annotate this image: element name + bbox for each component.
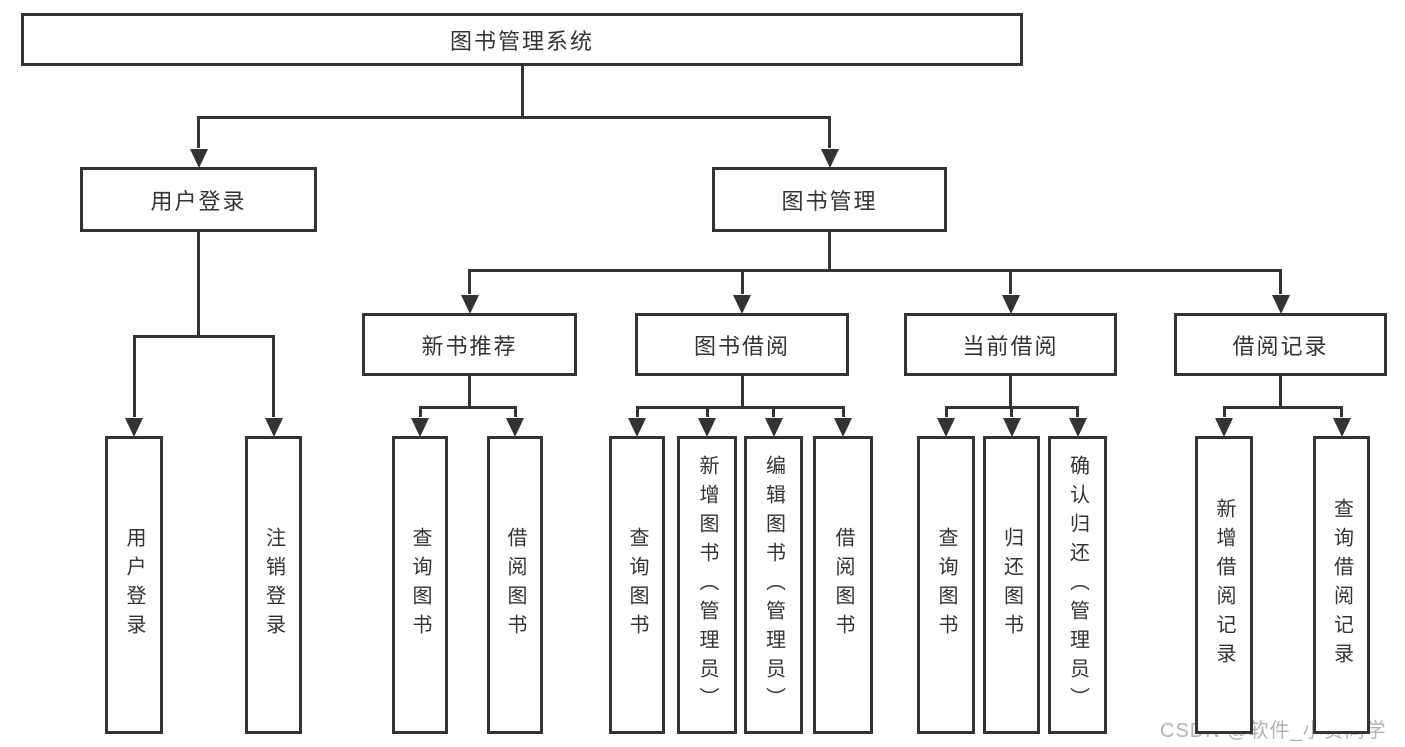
node-leaf-query-book-current: 查询图书 (917, 436, 975, 734)
arrow-down-icon (1332, 418, 1351, 437)
arrow-down-icon (834, 418, 852, 437)
node-label: 编辑图书（管理员） (762, 454, 785, 716)
node-label: 查询图书 (626, 527, 648, 643)
node-label: 图书借阅 (693, 333, 790, 359)
node-label: 用户登录 (150, 188, 247, 214)
node-leaf-query-borrow-record: 查询借阅记录 (1313, 436, 1370, 734)
node-label: 新增借阅记录 (1213, 498, 1235, 672)
node-label: 用户登录 (123, 527, 145, 643)
node-new-book-rec: 新书推荐 (362, 313, 577, 376)
arrow-down-icon (1068, 418, 1087, 437)
connector-line (520, 66, 524, 117)
connector-line (635, 405, 845, 409)
node-leaf-confirm-return: 确认归还（管理员） (1048, 436, 1107, 734)
arrow-down-icon (1001, 295, 1020, 314)
connector-line (272, 336, 275, 417)
arrow-down-icon (411, 418, 429, 437)
connector-line (772, 407, 775, 417)
node-leaf-edit-book: 编辑图书（管理员） (744, 436, 803, 734)
connector-line (197, 232, 200, 336)
connector-line (132, 336, 136, 417)
node-borrow-records: 借阅记录 (1174, 313, 1387, 376)
connector-line (1009, 376, 1012, 407)
connector-line (944, 407, 948, 417)
arrow-down-icon (189, 149, 208, 168)
connector-line (132, 334, 275, 338)
connector-line (197, 117, 200, 148)
connector-line (1009, 270, 1012, 294)
connector-line (740, 376, 744, 407)
node-book-mgmt: 图书管理 (712, 167, 947, 232)
arrow-down-icon (506, 418, 524, 437)
connector-line (1279, 376, 1282, 407)
connector-line (635, 407, 639, 417)
node-label: 确认归还（管理员） (1066, 454, 1089, 716)
arrow-down-icon (698, 418, 716, 437)
node-leaf-add-borrow-record: 新增借阅记录 (1195, 436, 1253, 734)
connector-line (1222, 405, 1343, 409)
arrow-down-icon (125, 418, 143, 437)
connector-line (418, 405, 517, 409)
arrow-down-icon (1215, 418, 1233, 437)
node-book-borrow: 图书借阅 (635, 313, 849, 376)
node-current-borrow: 当前借阅 (904, 313, 1117, 376)
connector-line (740, 270, 744, 294)
connector-line (1076, 407, 1079, 417)
node-label: 查询图书 (935, 527, 957, 643)
arrow-down-icon (820, 149, 839, 168)
node-user-login: 用户登录 (80, 167, 317, 232)
arrow-down-icon (733, 295, 751, 314)
node-leaf-query-book-new: 查询图书 (392, 436, 448, 734)
connector-line (828, 117, 831, 148)
connector-line (828, 232, 831, 270)
arrow-down-icon (937, 418, 955, 437)
node-leaf-return-book: 归还图书 (983, 436, 1040, 734)
arrow-down-icon (460, 295, 479, 314)
node-label: 归还图书 (1000, 527, 1023, 643)
connector-line (418, 407, 422, 417)
connector-line (705, 407, 709, 417)
connector-line (1340, 407, 1343, 417)
node-label: 借阅图书 (832, 527, 854, 643)
arrow-down-icon (764, 418, 783, 437)
node-label: 新增图书（管理员） (696, 454, 718, 716)
node-leaf-logout: 注销登录 (245, 436, 302, 734)
node-label: 借阅图书 (504, 527, 526, 643)
node-label: 查询图书 (409, 527, 431, 643)
node-label: 图书管理系统 (449, 28, 594, 54)
arrow-down-icon (628, 418, 646, 437)
arrow-down-icon (1271, 295, 1290, 314)
node-leaf-query-book-borrow: 查询图书 (609, 436, 665, 734)
node-label: 查询借阅记录 (1330, 498, 1353, 672)
node-leaf-borrow-book-new: 借阅图书 (487, 436, 543, 734)
connector-line (468, 268, 1282, 272)
node-label: 图书管理 (781, 188, 878, 214)
connector-line (1279, 270, 1282, 294)
node-leaf-add-book: 新增图书（管理员） (677, 436, 737, 734)
arrow-down-icon (1002, 418, 1021, 437)
node-label: 当前借阅 (962, 333, 1059, 359)
arrow-down-icon (264, 418, 283, 437)
node-label: 借阅记录 (1232, 333, 1329, 359)
node-label: 注销登录 (262, 527, 285, 643)
connector-line (197, 115, 831, 119)
connector-line (1010, 407, 1013, 417)
node-label: 新书推荐 (421, 333, 518, 359)
connector-line (1222, 407, 1226, 417)
node-leaf-borrow-book-borrow: 借阅图书 (813, 436, 873, 734)
node-root: 图书管理系统 (21, 13, 1023, 66)
connector-line (468, 376, 471, 407)
node-leaf-user-login: 用户登录 (105, 436, 163, 734)
connector-line (468, 270, 471, 294)
connector-line (513, 407, 517, 417)
connector-line (841, 407, 845, 417)
